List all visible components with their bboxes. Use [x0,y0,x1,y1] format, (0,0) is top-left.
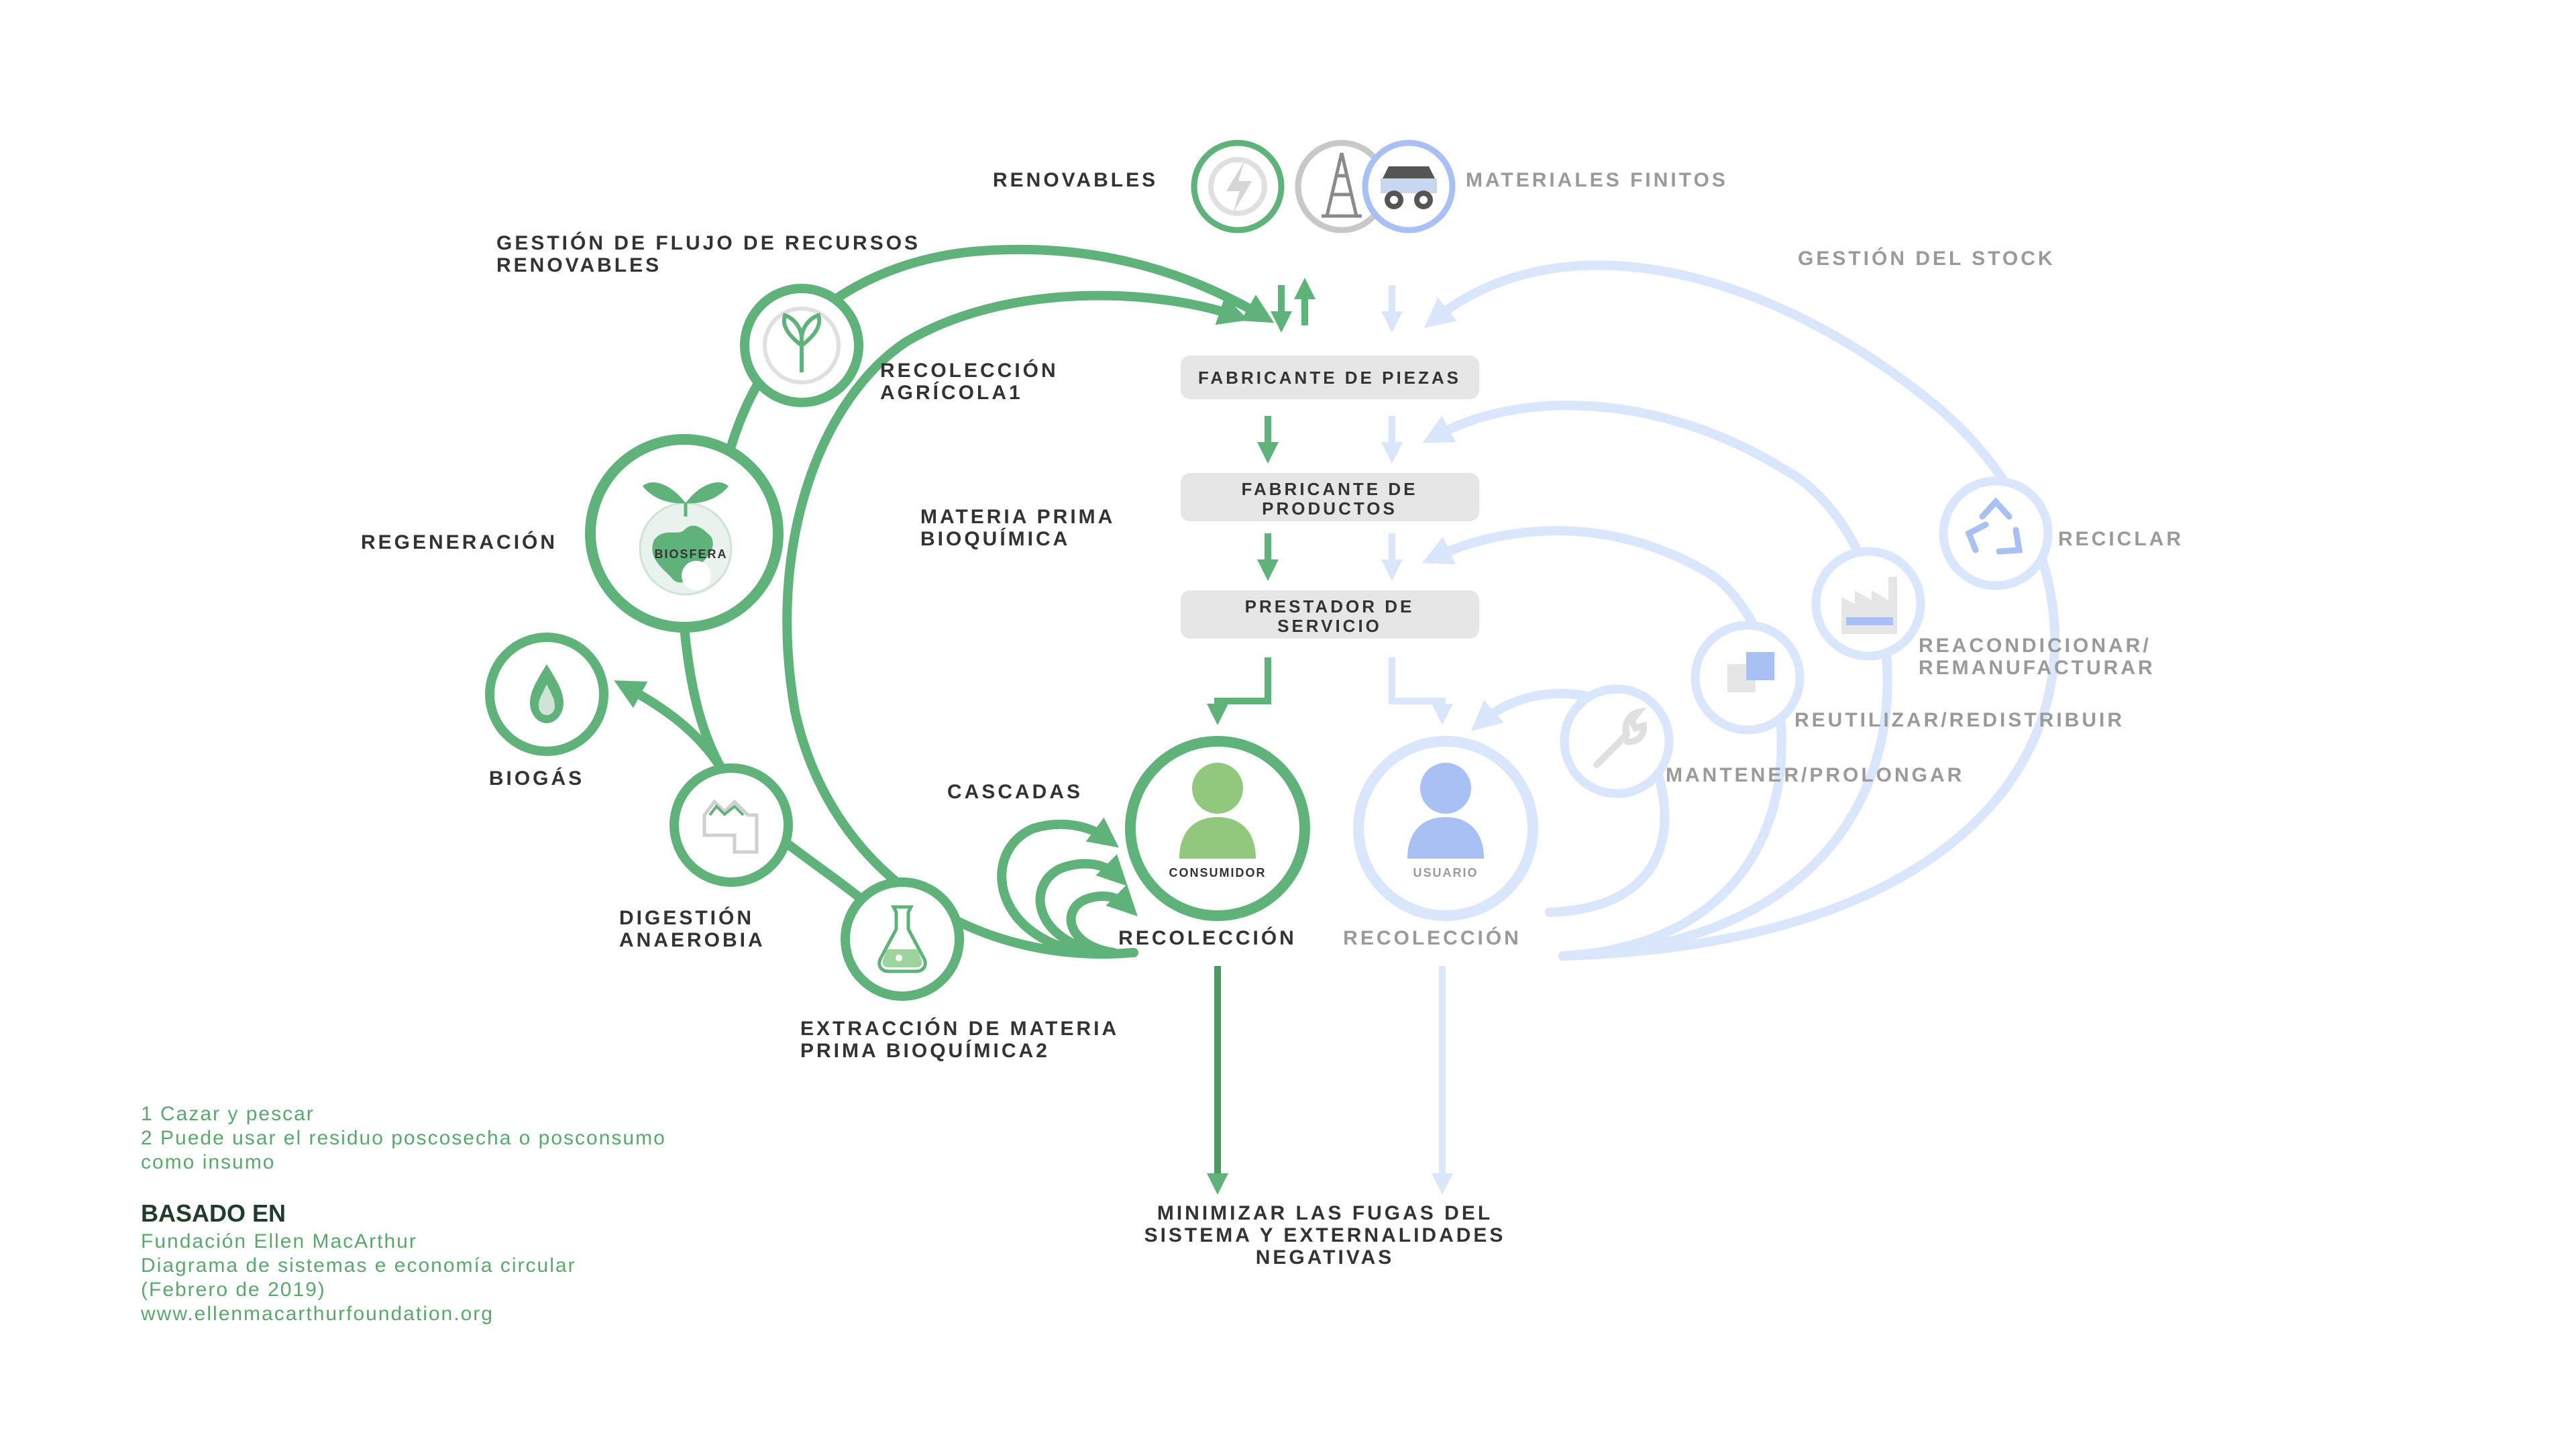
recycle-label: RECICLAR [2058,528,2184,550]
source-line-1: Fundación Ellen MacArthur [141,1230,417,1252]
cascade-arc-3 [1066,884,1138,957]
cascades-label: CASCADAS [947,781,1083,803]
refurbish-loop-arc [1421,526,1786,961]
leaf-icon [643,482,729,504]
globe-icon [652,525,713,583]
regeneration-label: REGENERACIÓN [361,531,557,553]
renewables-label: RENOVABLES [993,169,1158,191]
extraction-node [841,877,964,1001]
consumer-icon [1192,763,1243,814]
consumer-node: CONSUMIDOR [1125,736,1310,921]
user-label: USUARIO [1413,866,1478,879]
extraction-label-1: EXTRACCIÓN DE MATERIA [800,1017,1119,1040]
based-on-heading: BASADO EN [141,1199,286,1227]
green-collection-label: RECOLECCIÓN [1118,926,1297,949]
biogas-label: BIOGÁS [489,767,584,790]
digestion-to-biogas-arrow [614,680,726,773]
source-line-2: Diagrama de sistemas e economía circular [141,1254,576,1277]
biosphere-node: BIOSFERA [585,434,784,633]
cascade-arc-1 [997,817,1119,957]
recycle-icon [1965,497,2023,555]
recycle-loop-arc [1422,400,1892,961]
source-line-3: (Febrero de 2019) [141,1279,326,1301]
sprout-icon [782,313,822,372]
service-provider-label-1: PRESTADOR DE [1245,596,1415,616]
service-provider-label-2: SERVICIO [1277,616,1382,636]
biochemical-feedstock-label-1: MATERIA PRIMA [920,506,1115,528]
digestion-to-extraction-line [780,837,870,907]
parts-maker-box: FABRICANTE DE PIEZAS [1181,356,1479,399]
maintain-node [1560,684,1674,798]
blue-collection-label: RECOLECCIÓN [1343,926,1521,949]
mining-truck-icon [1362,140,1456,233]
anaerobic-label-1: DIGESTIÓN [619,906,754,929]
anaerobic-digestion-node [669,763,793,887]
wrench-icon [1593,707,1648,768]
footnote-2a: 2 Puede usar el residuo poscosecha o pos… [141,1127,666,1149]
anaerobic-label-2: ANAEROBIA [619,929,765,951]
agri-collection-label-1: RECOLECCIÓN [880,359,1059,382]
source-url: www.ellenmacarthurfoundation.org [141,1303,494,1325]
reuse-label: REUTILIZAR/REDISTRIBUIR [1794,709,2125,731]
consumer-label: CONSUMIDOR [1169,866,1267,879]
cascade-arc-2 [1035,854,1128,957]
leakage-label-3: NEGATIVAS [1256,1246,1395,1269]
agri-collection-label-2: AGRÍCOLA1 [880,381,1023,404]
renewable-energy-icon [1191,140,1285,233]
product-maker-box: FABRICANTE DE PRODUCTOS [1181,473,1479,521]
user-icon [1420,763,1471,814]
leakage-label-2: SISTEMA Y EXTERNALIDADES [1144,1224,1506,1246]
footnote-2b: como insumo [141,1151,276,1173]
stock-management-label: GESTIÓN DEL STOCK [1798,247,2055,270]
flow-management-label-2: RENOVABLES [496,254,661,276]
biochemical-feedstock-label-2: BIOQUÍMICA [920,527,1070,550]
product-maker-label-2: PRODUCTOS [1262,498,1397,519]
recycle-node [1939,476,2053,590]
parts-maker-label: FABRICANTE DE PIEZAS [1198,368,1461,388]
sprout-node [740,284,863,407]
extraction-label-2: PRIMA BIOQUÍMICA2 [800,1039,1050,1062]
finite-materials-label: MATERIALES FINITOS [1466,169,1728,191]
biosphere-label: BIOSFERA [654,547,727,561]
refurbish-label-2: REMANUFACTURAR [1919,657,2155,679]
product-maker-label-1: FABRICANTE DE [1242,479,1418,499]
refurbish-node [1811,547,1925,661]
footnote-1: 1 Cazar y pescar [141,1103,315,1125]
center-flow-arrows [1206,277,1454,1195]
refurbish-label-1: REACONDICIONAR/ [1919,635,2151,657]
user-node: USUARIO [1353,736,1538,921]
biogas-node [485,633,608,756]
leakage-label-1: MINIMIZAR LAS FUGAS DEL [1157,1202,1493,1224]
reuse-node [1690,621,1805,735]
service-provider-box: PRESTADOR DE SERVICIO [1181,590,1479,639]
maintain-label: MANTENER/PROLONGAR [1666,764,1964,786]
flow-management-label-1: GESTIÓN DE FLUJO DE RECURSOS [496,231,920,254]
